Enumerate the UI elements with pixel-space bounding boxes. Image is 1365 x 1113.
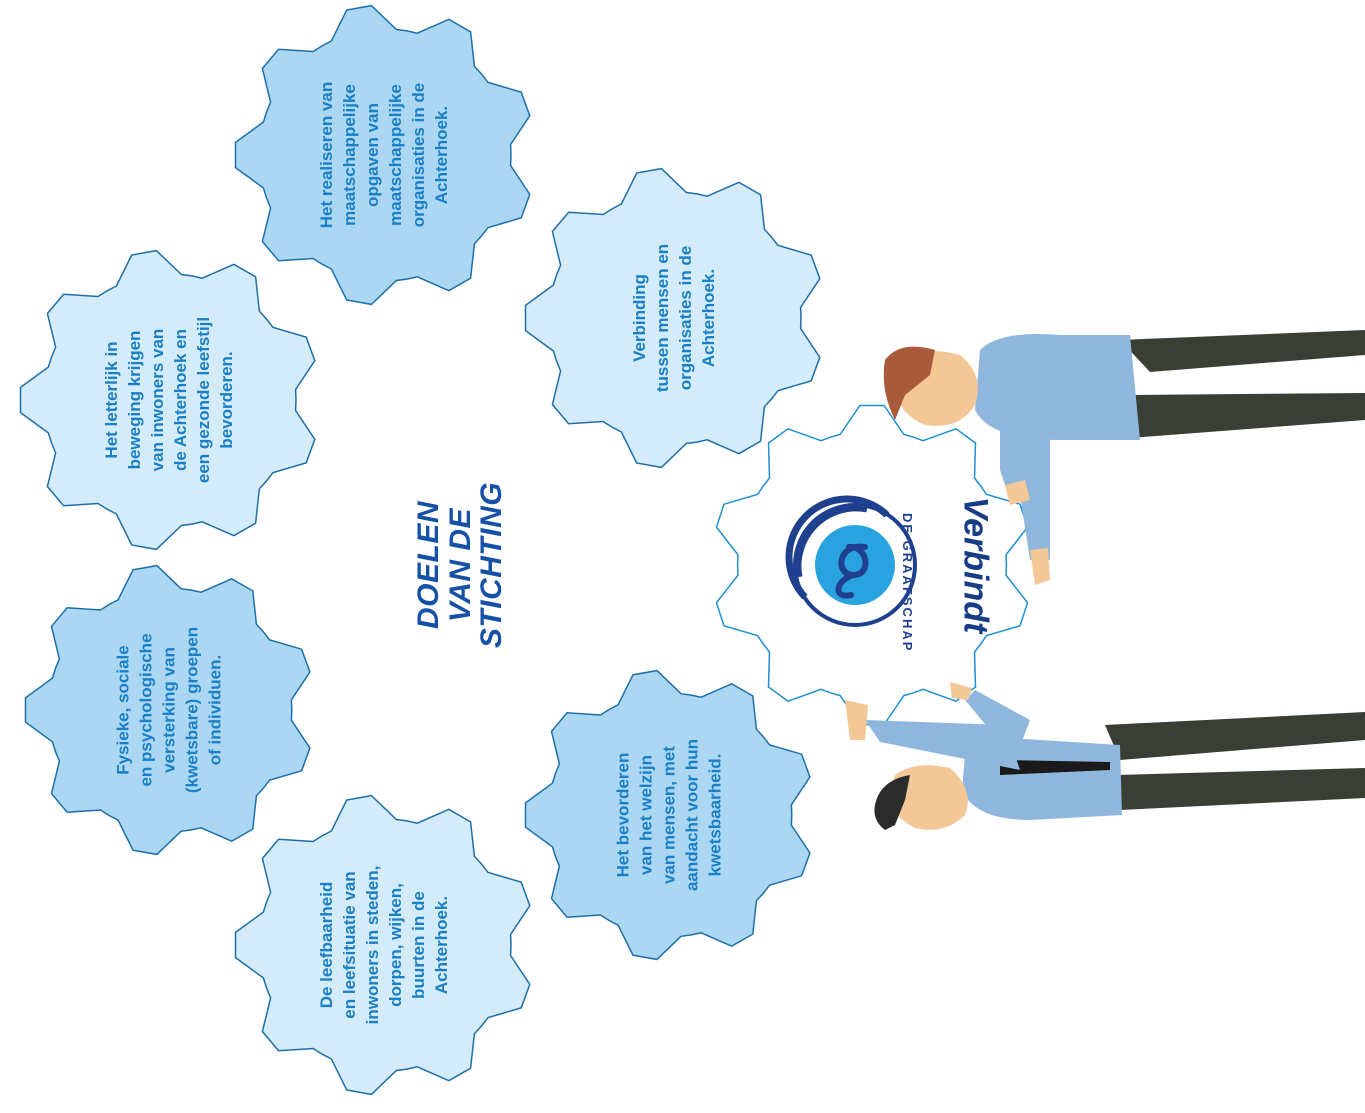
graafschap-logo: DE GRAAFSCHAP [785,495,917,652]
goal-text-verbinding: Verbinding tussen mensen en organisaties… [630,243,718,393]
goal-gears [19,4,821,1096]
goal-text-maatschappelijke-opgaven: Het realiseren van maatschappelijke opga… [317,81,451,229]
goal-text-versterking: Fysieke, sociale en psychologische verst… [113,626,225,794]
gear-verbinding [524,167,821,469]
businessman-bottom [845,682,1365,830]
gear-versterking [24,564,311,856]
goal-text-beweging: Het letterlijk in beweging krijgen van i… [102,316,236,484]
gear-welzijn [524,669,811,961]
businessman-top [883,330,1365,585]
diagram-title: DOELEN VAN DE STICHTING [411,481,508,649]
gear-leefbaarheid [234,794,531,1096]
gear-maatschappelijke-opgaven [234,4,531,306]
goal-text-leefbaarheid: De leefbaarheid en leefsituatie van inwo… [317,865,451,1025]
logo-text: DE GRAAFSCHAP [900,513,915,652]
brand-tagline: Verbindt [956,496,995,634]
goal-text-welzijn: Het bevorderen van het welzijn van mense… [613,738,725,892]
gear-beweging [19,249,316,551]
